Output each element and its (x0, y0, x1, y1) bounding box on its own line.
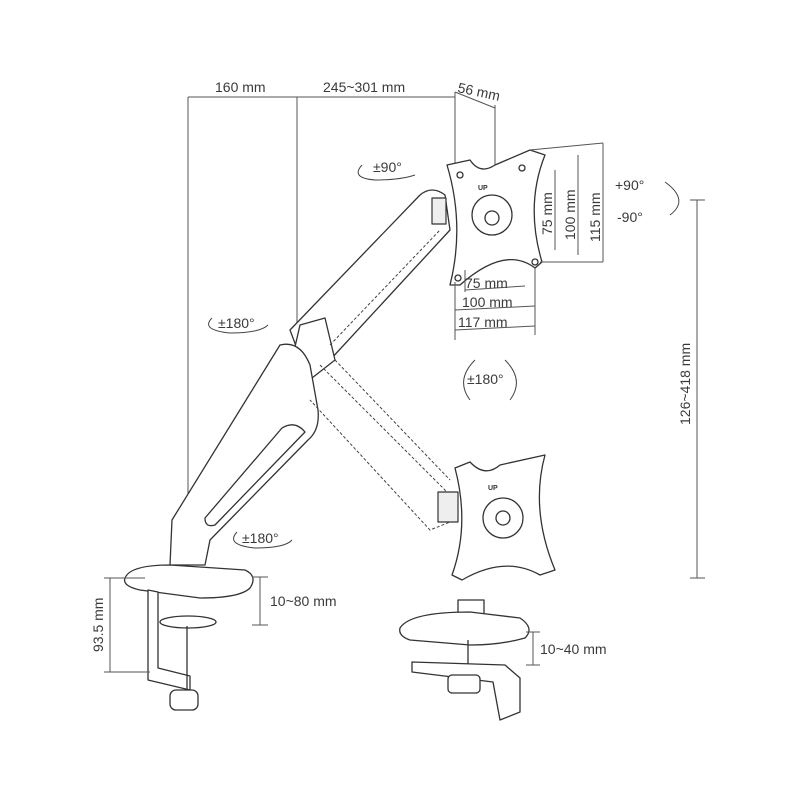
dim-10-40: 10~40 mm (540, 641, 607, 657)
dim-160: 160 mm (215, 79, 266, 95)
vesa-plate-top: UP (446, 149, 546, 286)
dim-93-5: 93.5 mm (90, 598, 106, 652)
lowered-arm-ghost (309, 359, 459, 531)
vesa-v-75: 75 mm (539, 192, 555, 235)
dim-245-301: 245~301 mm (323, 79, 405, 95)
vesa-up-label-lower: UP (488, 485, 498, 492)
height-dimension (690, 199, 705, 579)
vesa-v-100: 100 mm (562, 189, 578, 240)
rotation-arrows (208, 164, 680, 549)
rotation-plate-label: ±180° (467, 371, 504, 387)
lower-arm (169, 343, 319, 566)
rotation-elbow-label: ±180° (218, 315, 255, 331)
rotation-tilt-label: ±90° (373, 159, 402, 175)
grommet-base (399, 599, 530, 721)
vesa-h-75: 75 mm (465, 275, 508, 291)
vesa-vertical-dims (529, 142, 604, 263)
rotation-base-label: ±180° (242, 530, 279, 546)
dim-126-418: 126~418 mm (677, 343, 693, 425)
dim-56: 56 mm (456, 79, 501, 104)
rotation-plus-label: +90° (615, 177, 644, 193)
upper-arm (289, 189, 451, 379)
vesa-h-117: 117 mm (458, 314, 508, 330)
grommet-dims (526, 631, 540, 666)
vesa-up-label: UP (478, 185, 488, 192)
clamp-dims (104, 576, 268, 673)
rotation-minus-label: -90° (617, 209, 643, 225)
clamp-base (123, 564, 254, 711)
vesa-plate-bottom: UP (451, 454, 556, 581)
dim-10-80: 10~80 mm (270, 593, 337, 609)
vesa-horizontal-dims (454, 268, 536, 340)
vesa-h-100: 100 mm (462, 294, 513, 310)
vesa-v-115: 115 mm (587, 192, 603, 242)
